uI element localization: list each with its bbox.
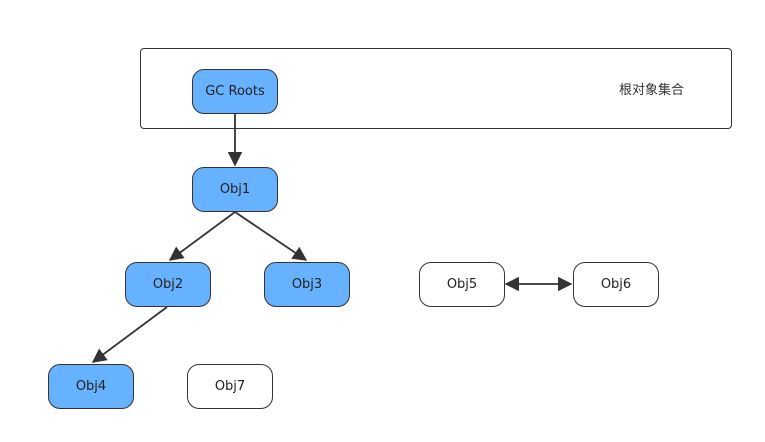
node-obj2-label: Obj2 <box>152 277 184 292</box>
node-obj4: Obj4 <box>48 364 134 409</box>
node-gc-roots: GC Roots <box>192 69 278 114</box>
node-obj2: Obj2 <box>125 262 211 307</box>
node-obj7-label: Obj7 <box>214 379 246 394</box>
node-obj5-label: Obj5 <box>446 277 478 292</box>
node-obj6-label: Obj6 <box>600 277 632 292</box>
node-obj4-label: Obj4 <box>75 379 107 394</box>
node-obj5: Obj5 <box>419 262 505 307</box>
root-set-label: 根对象集合 <box>619 83 685 98</box>
node-obj3: Obj3 <box>264 262 350 307</box>
node-obj1-label: Obj1 <box>219 182 251 197</box>
node-gc-roots-label: GC Roots <box>205 84 265 99</box>
edge-obj1-obj2 <box>168 211 236 261</box>
node-obj6: Obj6 <box>573 262 659 307</box>
node-obj3-label: Obj3 <box>291 277 323 292</box>
node-obj1: Obj1 <box>192 167 278 212</box>
edge-obj2-obj4 <box>91 306 168 363</box>
edge-obj1-obj3 <box>234 211 308 261</box>
node-obj7: Obj7 <box>187 364 273 409</box>
